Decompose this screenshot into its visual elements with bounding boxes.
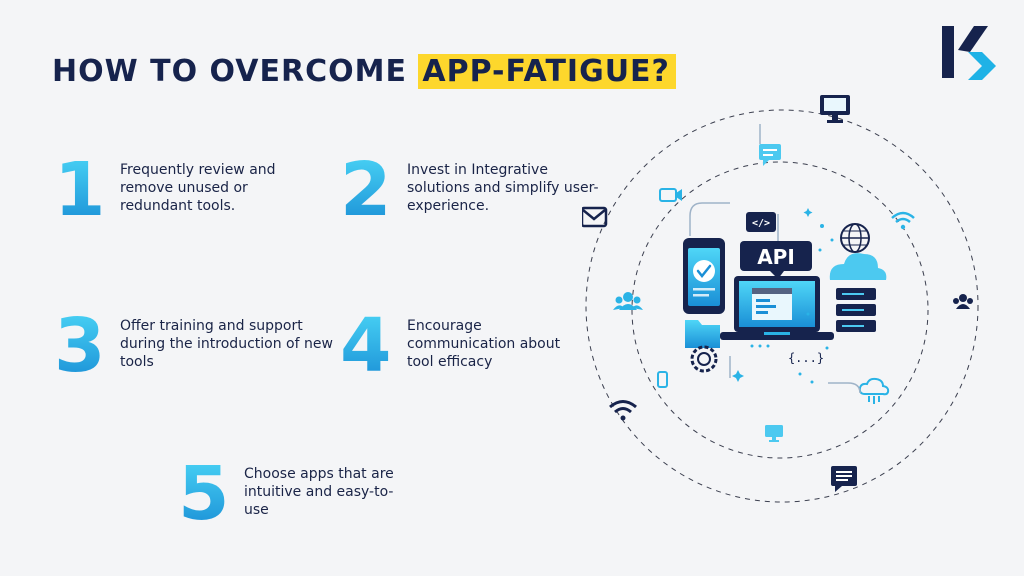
tip-1: 1 Frequently review and remove unused or…	[54, 153, 354, 233]
phone-icon	[657, 371, 668, 388]
tip-text: Offer training and support during the in…	[120, 318, 333, 370]
braces-label: {...}	[788, 351, 824, 365]
tip-number: 1	[54, 147, 106, 233]
cloud-icon	[858, 377, 890, 404]
logo-arrow	[968, 52, 996, 80]
wifi-icon	[891, 211, 915, 230]
connector-line	[828, 382, 861, 394]
laptop	[720, 276, 834, 340]
server-icon	[836, 288, 876, 332]
code-label: </>	[752, 218, 770, 229]
users-icon	[613, 292, 643, 310]
orbit-outer	[585, 109, 979, 503]
tip-number: 5	[178, 451, 230, 537]
tip-5: 5 Choose apps that are intuitive and eas…	[178, 457, 478, 537]
tip-text: Encourage communication about tool effic…	[407, 318, 561, 370]
tip-text: Choose apps that are intuitive and easy-…	[244, 466, 394, 518]
tip-text: Frequently review and remove unused or r…	[120, 162, 276, 214]
page-title: HOW TO OVERCOME APP-FATIGUE?	[52, 54, 676, 89]
cloud-shape	[829, 253, 887, 280]
api-label: API	[757, 245, 795, 269]
api-bubble: API	[740, 241, 812, 279]
video-icon	[659, 188, 682, 202]
tip-number: 2	[340, 147, 392, 233]
tip-number: 4	[340, 303, 392, 389]
decorative-dots	[732, 208, 834, 384]
mail-icon	[582, 206, 608, 228]
tip-4: 4 Encourage communication about tool eff…	[340, 309, 640, 389]
logo-upper-arm	[958, 26, 988, 52]
chat-icon	[759, 144, 781, 166]
tip-number: 3	[54, 303, 106, 389]
gear-icon	[690, 345, 718, 373]
tip-2: 2 Invest in Integrative solutions and si…	[340, 153, 640, 233]
message-icon	[831, 466, 857, 492]
checkmark-icon	[696, 264, 712, 279]
logo-bar	[942, 26, 954, 78]
connector-line	[689, 202, 730, 236]
folder-icon	[685, 320, 720, 348]
title-main: HOW TO OVERCOME	[52, 54, 407, 89]
tip-3: 3 Offer training and support during the …	[54, 309, 354, 389]
wifi-icon	[609, 400, 637, 421]
k-arrow-logo	[942, 26, 996, 80]
monitor-icon	[820, 95, 850, 123]
smartphone	[683, 238, 725, 314]
globe-icon	[840, 223, 870, 253]
users-icon	[953, 294, 973, 309]
title-highlight: APP-FATIGUE?	[418, 54, 676, 89]
code-tag-bubble: </>	[746, 212, 776, 232]
tip-text: Invest in Integrative solutions and simp…	[407, 162, 599, 214]
monitor-icon	[765, 425, 783, 442]
integration-illustration: </> API {...}	[582, 95, 979, 503]
